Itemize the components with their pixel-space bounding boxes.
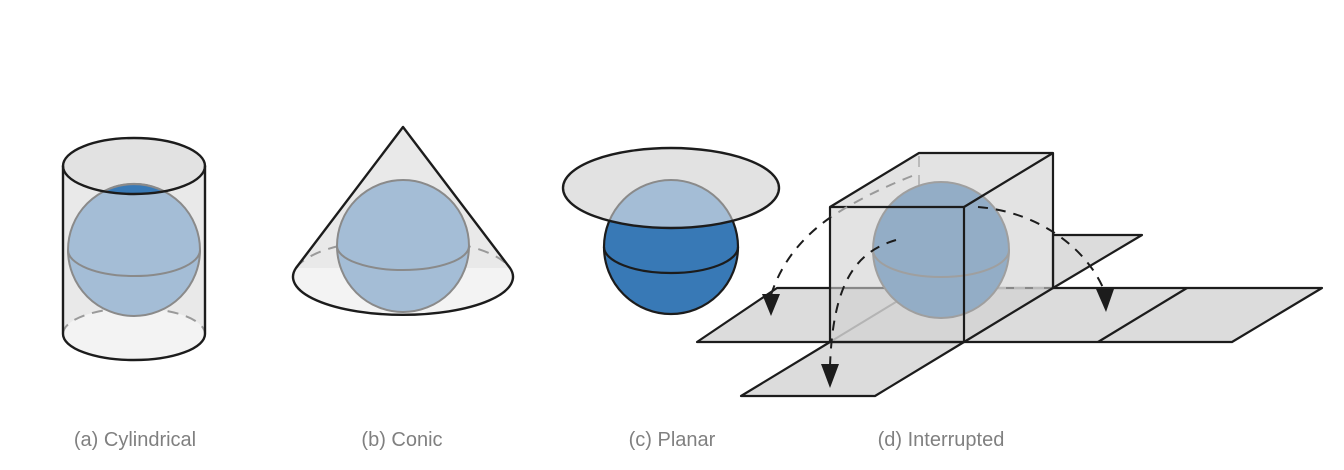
front-unfolded-panel — [739, 340, 966, 398]
half-folded-panel — [1051, 233, 1144, 290]
cube-front-face — [830, 207, 964, 342]
cone-base-hidden-arc — [295, 237, 511, 269]
cone-outline — [291, 125, 515, 317]
globe-sphere-b — [336, 179, 470, 313]
panel-label-d: (d) Interrupted — [878, 429, 1005, 451]
cylinder-top-cap — [63, 138, 205, 194]
cylinder-bottom-cap — [63, 308, 205, 360]
ground-strip-division — [1097, 287, 1188, 343]
cube-right-face — [964, 153, 1053, 342]
panel-label-b: (b) Conic — [361, 429, 442, 451]
unfold-arrow-right-icon — [1096, 289, 1114, 312]
cube-right-face-edges — [963, 153, 1055, 343]
unfold-arc-front — [829, 239, 897, 367]
interrupted-projection-diagram — [695, 151, 1324, 398]
globe-sphere-a — [67, 183, 201, 317]
cube-top-face — [830, 153, 1053, 207]
cylindrical-projection-diagram — [61, 136, 207, 362]
globe-equator-c — [602, 246, 740, 275]
unfold-arrow-front-icon — [821, 364, 839, 388]
cylinder-outline — [61, 164, 207, 362]
conic-projection-diagram — [291, 125, 515, 317]
globe-veiled-cap — [603, 179, 739, 228]
planar-projection-diagram — [561, 146, 781, 316]
globe-dark-lens — [66, 182, 202, 194]
unfold-arc-left — [770, 216, 832, 296]
cylinder-rim-outline — [61, 136, 207, 196]
unfold-arc-right — [977, 206, 1105, 291]
globe-top-through-opening — [66, 182, 202, 194]
panel-label-c: (c) Planar — [629, 429, 716, 451]
unfold-arc-left-hidden — [830, 175, 913, 218]
panel-label-a: (a) Cylindrical — [74, 429, 196, 451]
globe-equator-a — [67, 249, 201, 277]
globe-equator-b — [336, 245, 470, 271]
projection-disk-outline — [561, 146, 781, 230]
cube-top-face-edges — [829, 151, 1055, 208]
globe-cap-through-disk — [603, 179, 739, 228]
unfold-arrow-left-icon — [762, 294, 780, 316]
